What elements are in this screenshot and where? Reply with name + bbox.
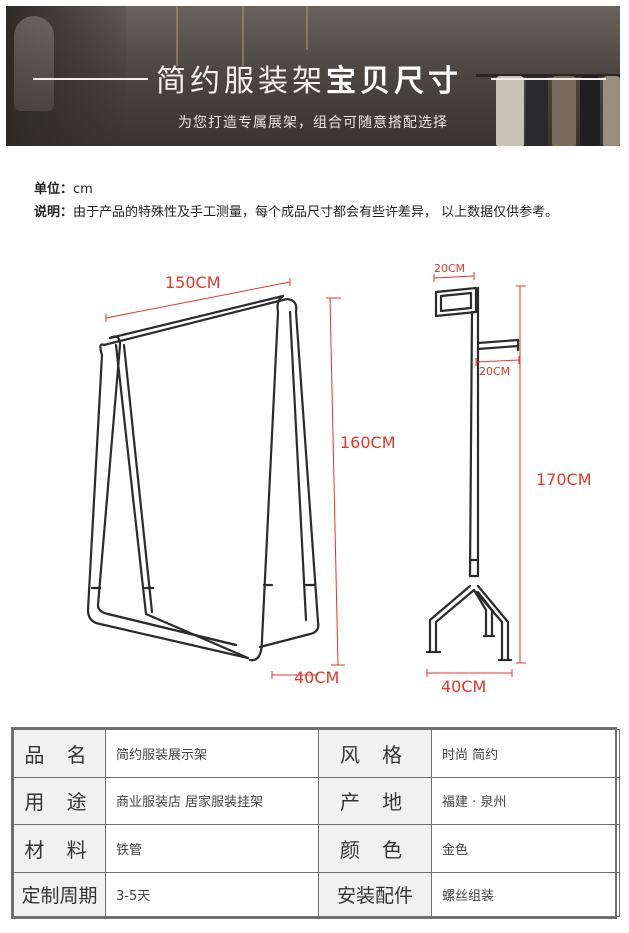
front-depth-label: 40CM [294, 668, 340, 687]
rope-decor [242, 6, 244, 66]
spec-key: 品 名 [13, 729, 106, 778]
description-value: 由于产品的特殊性及手工测量，每个成品尺寸都会有些许差异， 以上数据仅供参考。 [73, 205, 559, 220]
mannequin-photo [14, 16, 54, 111]
description-label: 说明： [34, 205, 74, 220]
banner-title-bold: 宝贝尺寸 [326, 64, 462, 99]
unit-note: 单位：cm [34, 178, 93, 197]
banner: 简约服装架宝贝尺寸 为您打造专属展架，组合可随意搭配选择 [6, 6, 620, 146]
front-dimension-lines [105, 278, 345, 679]
side-top-label: 20CM [434, 262, 466, 275]
spec-value: 金色 [431, 824, 620, 873]
spec-value: 铁管 [105, 824, 319, 873]
side-rack-frame [425, 286, 520, 662]
table-row: 定制周期 3-5天 安装配件 螺丝组装 [13, 871, 620, 918]
banner-subtitle: 为您打造专属展架，组合可随意搭配选择 [178, 115, 448, 131]
front-height-label: 160CM [340, 433, 396, 452]
clothing-rod [476, 74, 620, 77]
table-row: 品 名 简约服装展示架 风 格 时尚 简约 [13, 729, 620, 778]
spec-value: 简约服装展示架 [105, 729, 319, 778]
spec-value: 螺丝组装 [431, 871, 620, 918]
spec-key: 安装配件 [318, 871, 432, 918]
front-rack-frame [86, 294, 320, 662]
spec-table: 品 名 简约服装展示架 风 格 时尚 简约 用 途 商业服装店 居家服装挂架 产… [11, 727, 620, 919]
spec-table-grid: 品 名 简约服装展示架 风 格 时尚 简约 用 途 商业服装店 居家服装挂架 产… [13, 729, 620, 918]
rope-decor [176, 6, 178, 66]
hanging-garment [580, 76, 600, 146]
spec-key: 颜 色 [318, 824, 432, 873]
hanging-garment [603, 76, 620, 146]
spec-key: 用 途 [13, 776, 106, 826]
banner-title: 简约服装架宝贝尺寸 [156, 56, 462, 100]
spec-key: 风 格 [318, 729, 432, 778]
hanging-garment [496, 76, 524, 146]
spec-key: 产 地 [318, 776, 432, 826]
spec-key: 材 料 [13, 824, 106, 873]
rope-decor [306, 6, 308, 50]
side-base-label: 40CM [441, 677, 487, 696]
title-line-left [33, 78, 148, 80]
spec-value: 商业服装店 居家服装挂架 [105, 776, 319, 826]
side-height-label: 170CM [536, 470, 592, 489]
unit-label: 单位： [34, 182, 74, 197]
side-dimension-lines [426, 272, 526, 677]
unit-value: cm [73, 182, 93, 197]
table-row: 材 料 铁管 颜 色 金色 [13, 824, 620, 873]
spec-key: 定制周期 [13, 871, 106, 918]
spec-value: 3-5天 [105, 871, 319, 918]
front-width-label: 150CM [165, 273, 221, 292]
spec-value: 时尚 简约 [431, 729, 620, 778]
table-row: 用 途 商业服装店 居家服装挂架 产 地 福建 · 泉州 [13, 776, 620, 826]
description-note: 说明：由于产品的特殊性及手工测量，每个成品尺寸都会有些许差异， 以上数据仅供参考… [34, 201, 558, 220]
banner-title-light: 简约服装架 [156, 64, 326, 99]
hanging-garment [526, 76, 548, 146]
title-line-right [491, 78, 606, 80]
spec-value: 福建 · 泉州 [431, 776, 620, 826]
side-arm-label: 20CM [479, 365, 511, 378]
rack-diagrams [86, 272, 526, 679]
hanging-garment [552, 76, 576, 146]
